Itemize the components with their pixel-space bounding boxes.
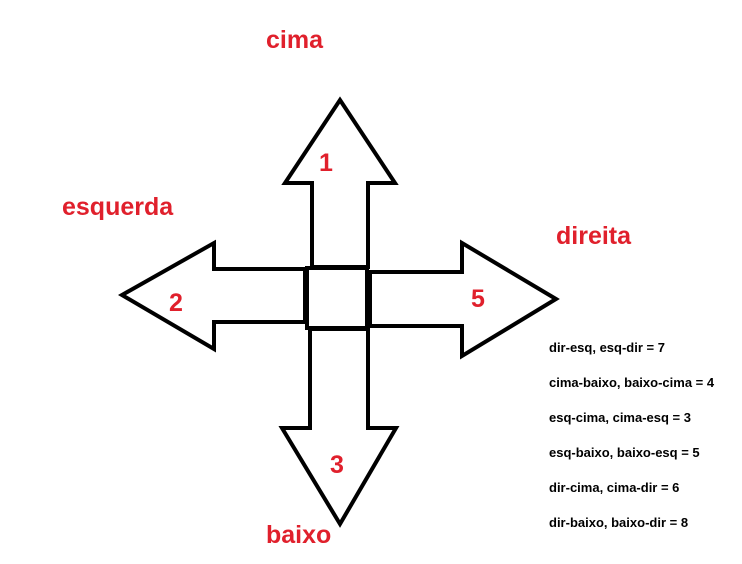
label-left: esquerda: [62, 193, 174, 221]
up-arrow: [281, 96, 399, 269]
arrow-number-down: 3: [330, 451, 344, 479]
legend-item: esq-baixo, baixo-esq = 5: [549, 445, 700, 460]
legend-item: cima-baixo, baixo-cima = 4: [549, 375, 715, 390]
arrow-number-up: 1: [319, 149, 333, 177]
legend-item: dir-esq, esq-dir = 7: [549, 340, 665, 355]
arrow-number-left: 2: [169, 289, 183, 317]
left-arrow: [117, 239, 307, 353]
label-right: direita: [556, 222, 632, 250]
legend-item: esq-cima, cima-esq = 3: [549, 410, 691, 425]
arrow-number-right: 5: [471, 285, 485, 313]
label-up: cima: [266, 26, 323, 54]
right-arrow: [368, 239, 560, 360]
down-arrow: [278, 327, 400, 528]
legend-list: dir-esq, esq-dir = 7 cima-baixo, baixo-c…: [549, 339, 714, 549]
center-square: [305, 266, 369, 330]
legend-item: dir-baixo, baixo-dir = 8: [549, 515, 689, 530]
label-down: baixo: [266, 521, 332, 549]
legend-item: dir-cima, cima-dir = 6: [549, 480, 680, 495]
